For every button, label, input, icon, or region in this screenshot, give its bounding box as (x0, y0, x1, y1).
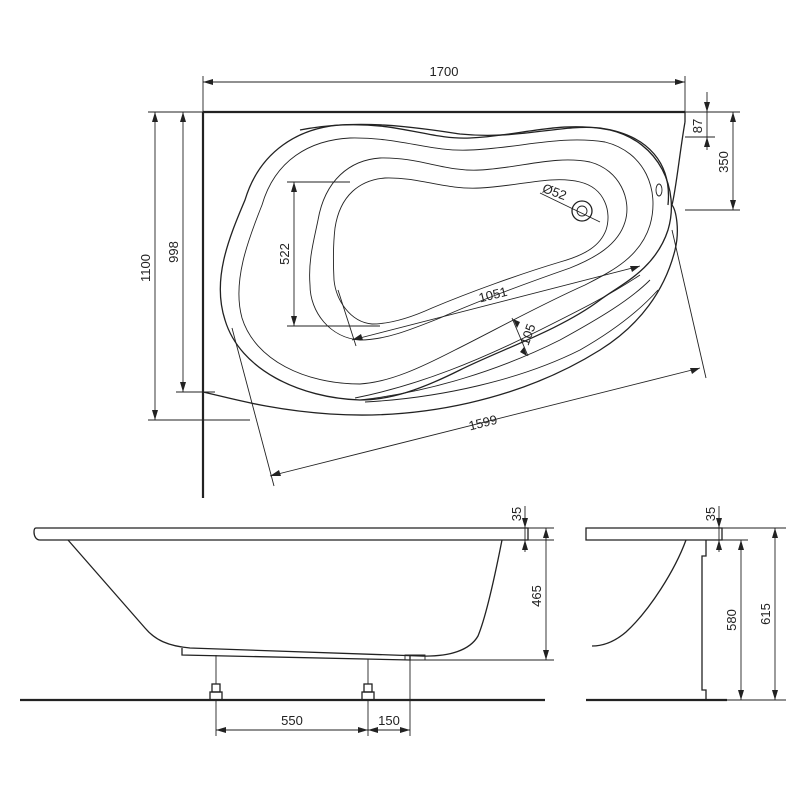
arrow-105-top (513, 319, 520, 328)
tub-seat-curve-2 (359, 279, 651, 401)
side-elevation: 35 580 615 (585, 506, 786, 702)
arrow-1100-bottom (152, 410, 158, 420)
tub-outer-rim (202, 121, 686, 416)
dim-line-1599 (269, 367, 701, 477)
ext-line-1599-left (231, 327, 275, 487)
dim-text-1100: 1100 (138, 254, 153, 282)
dim-line-105 (511, 317, 529, 357)
arrow-105-bottom (520, 347, 527, 356)
side-panel (701, 540, 707, 700)
arrow-550-left (216, 727, 226, 733)
arrow-550-right (358, 727, 368, 733)
tub-seat-curve-1 (354, 274, 641, 399)
side-bowl (591, 539, 687, 647)
dim-text-550: 550 (281, 713, 303, 728)
arrow-522-bottom (291, 316, 297, 326)
dim-text-1700: 1700 (430, 64, 459, 79)
arrow-580-top (738, 540, 744, 550)
tub-deck-curve (299, 123, 670, 206)
tub-bowl-outer (219, 124, 672, 401)
front-frame (181, 648, 411, 661)
dim-text-87: 87 (690, 119, 705, 133)
arrow-87-top (704, 102, 710, 112)
arrow-1599-right (690, 368, 700, 374)
plan-view: 1700 1100 998 87 350 522 (138, 64, 740, 498)
arrow-350-top (730, 112, 736, 122)
arrow-998-top (180, 112, 186, 122)
arrow-465-top (543, 528, 549, 538)
plan-outer-outline (201, 110, 685, 498)
dim-text-998: 998 (166, 241, 181, 263)
arrow-615-top (772, 528, 778, 538)
dim-text-580: 580 (724, 609, 739, 631)
ext-line-1051-left (337, 289, 357, 347)
dim-text-150: 150 (378, 713, 400, 728)
tub-bowl-inner-1 (238, 137, 654, 385)
arrow-1051-left (352, 334, 363, 340)
arrow-615-bottom (772, 690, 778, 700)
front-rim (33, 527, 529, 541)
dim-text-side-35: 35 (703, 507, 718, 521)
arrow-1599-left (270, 470, 281, 476)
drain-outer (571, 200, 593, 222)
arrow-1100-top (152, 112, 158, 122)
dim-text-1599: 1599 (467, 412, 499, 434)
arrow-465-bottom (543, 650, 549, 660)
dim-text-front-35: 35 (509, 507, 524, 521)
front-elevation: 35 465 550 150 (20, 506, 554, 736)
arrow-998-bottom (180, 382, 186, 392)
dim-text-drain: Ø52 (540, 181, 568, 204)
tub-seat-curve-3 (364, 289, 659, 403)
arrow-87-bottom (704, 137, 710, 147)
dim-text-522: 522 (277, 243, 292, 265)
arrow-580-bottom (738, 690, 744, 700)
tub-bowl-inner-2 (309, 157, 628, 341)
dim-text-105: 105 (517, 322, 539, 348)
arrow-side-35-top (716, 518, 722, 528)
dim-line-1051 (351, 265, 641, 341)
overflow-marker (655, 183, 663, 197)
front-bowl (67, 539, 503, 657)
dim-text-465: 465 (529, 585, 544, 607)
front-leg-left (209, 655, 223, 701)
arrow-1700-right (675, 79, 685, 85)
tub-bowl-inner-3 (332, 177, 609, 325)
dim-text-1051: 1051 (477, 284, 509, 306)
drain-leader (539, 192, 601, 223)
arrow-350-bottom (730, 200, 736, 210)
arrow-1700-left (203, 79, 213, 85)
arrow-front-35-top (522, 518, 528, 528)
arrow-522-top (291, 182, 297, 192)
front-leg-right (361, 659, 375, 701)
dim-text-615: 615 (758, 603, 773, 625)
ext-line-1599-right (671, 229, 707, 379)
arrow-150-right (400, 727, 410, 733)
arrow-side-35-bottom (716, 540, 722, 550)
side-rim (585, 527, 723, 541)
arrow-150-left (368, 727, 378, 733)
dim-text-350: 350 (716, 151, 731, 173)
arrow-1051-right (630, 266, 640, 272)
arrow-front-35-bottom (522, 540, 528, 550)
